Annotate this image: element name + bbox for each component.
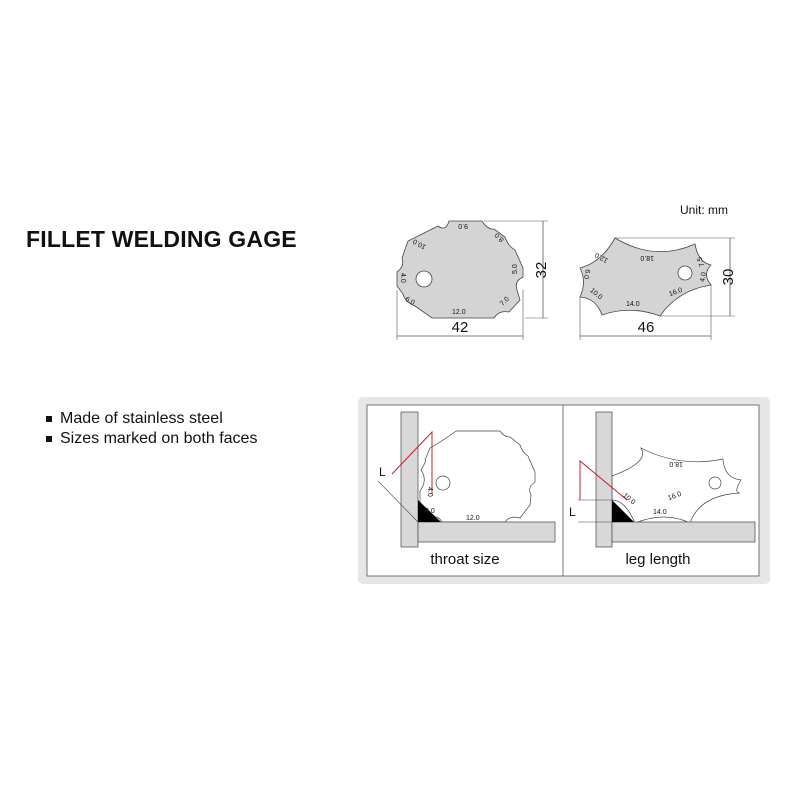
mark: 4.0 bbox=[699, 272, 708, 283]
mark: 18.0 bbox=[640, 254, 654, 261]
mark: 16.0 bbox=[668, 287, 683, 298]
height-dimension: 30 bbox=[720, 269, 737, 286]
mark: 5.0 bbox=[512, 264, 519, 274]
gage-a: 9.0 10.0 8.0 4.0 5.0 6.0 7.0 12.0 32 42 bbox=[396, 220, 550, 340]
width-dimension: 46 bbox=[638, 319, 655, 336]
mark: 12.0 bbox=[466, 515, 480, 522]
mark: 16.0 bbox=[667, 491, 682, 502]
mark: 7.5 bbox=[696, 256, 706, 268]
gage-b-hole bbox=[677, 265, 693, 281]
height-dimension: 32 bbox=[533, 262, 550, 279]
unit-label: Unit: mm bbox=[680, 203, 728, 217]
mark: 8.0 bbox=[494, 231, 506, 243]
mark: 14.0 bbox=[626, 301, 640, 308]
mark: 12.0 bbox=[452, 309, 466, 316]
gage-b: 18.0 12.0 6.0 10.0 14.0 16.0 7.5 4.0 30 … bbox=[579, 237, 737, 340]
mark: 8.0 bbox=[425, 508, 435, 515]
throat-symbol: L bbox=[379, 465, 386, 479]
gage-a-body bbox=[396, 220, 524, 319]
product-title: FILLET WELDING GAGE bbox=[26, 226, 297, 252]
mark: 6.0 bbox=[404, 296, 416, 307]
feature-item: Made of stainless steel bbox=[46, 409, 257, 429]
mark: 9.0 bbox=[458, 222, 468, 229]
gage-a-hole bbox=[415, 270, 433, 288]
mark: 14.0 bbox=[653, 509, 667, 516]
gage-b-body bbox=[579, 237, 712, 317]
mark: 18.0 bbox=[669, 460, 683, 467]
mark: 6.0 bbox=[582, 269, 591, 280]
mark: 4.0 bbox=[426, 487, 433, 497]
usage-panel: L 4.0 8.0 12.0 throat size L 14.0 16.0 1… bbox=[358, 397, 770, 584]
leg-length-illustration: L 14.0 16.0 18.0 10.0 leg length bbox=[569, 411, 756, 568]
leg-symbol: L bbox=[569, 505, 576, 519]
feature-list: Made of stainless steel Sizes marked on … bbox=[46, 409, 257, 449]
feature-item: Sizes marked on both faces bbox=[46, 429, 257, 449]
throat-size-caption: throat size bbox=[430, 551, 499, 568]
width-dimension: 42 bbox=[452, 319, 469, 336]
leg-length-caption: leg length bbox=[625, 551, 690, 568]
mark: 7.0 bbox=[499, 296, 511, 308]
throat-size-illustration: L 4.0 8.0 12.0 throat size bbox=[377, 411, 556, 568]
mark: 4.0 bbox=[399, 273, 406, 283]
